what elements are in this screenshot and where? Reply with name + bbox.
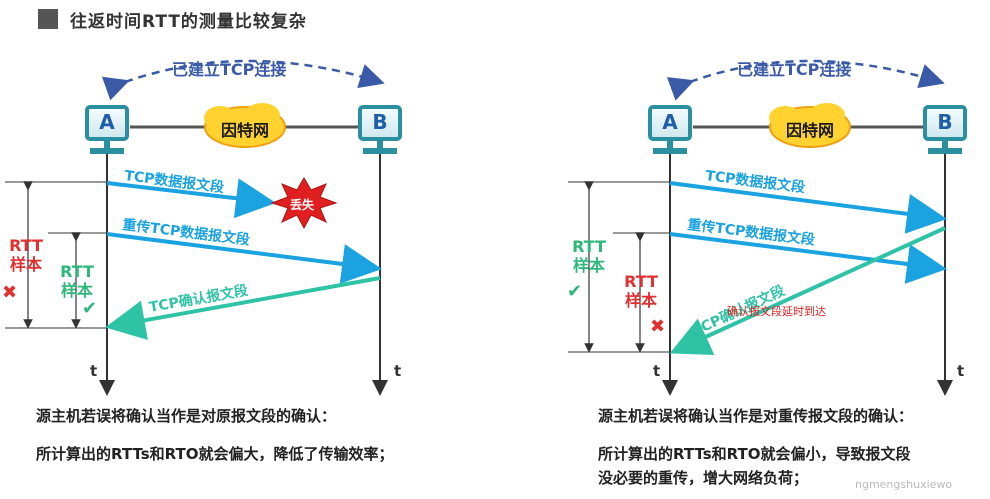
- right-connection-label: 已建立TCP连接: [737, 60, 852, 79]
- title-bullet-icon: [38, 9, 58, 29]
- left-internet-label: 因特网: [220, 121, 269, 140]
- left-host-a-base: [90, 148, 124, 154]
- right-t-label-a: t: [653, 362, 661, 380]
- right-internet-label: 因特网: [785, 121, 834, 140]
- left-lost-burst: [270, 177, 338, 230]
- right-inner-cross-icon: ✖: [650, 316, 666, 337]
- left-note-line2: 所计算出的RTTs和RTO就会偏大，降低了传输效率；: [36, 445, 394, 463]
- right-delay-note: 确认报文段延时到达: [727, 305, 826, 318]
- left-host-b: B: [358, 105, 402, 141]
- left-host-a-stand: [104, 141, 110, 149]
- left-connection-arc: [101, 59, 385, 101]
- right-rtt-outer-label: RTT 样本: [572, 237, 606, 275]
- left-diagram-lines: TCP数据报文段 重传TCP数据报文段 TCP确认报文段: [5, 59, 388, 396]
- left-connection-label: 已建立TCP连接: [172, 60, 287, 79]
- right-host-a-stand: [667, 141, 673, 149]
- right-host-a: A: [648, 105, 692, 141]
- right-host-b: B: [923, 105, 967, 141]
- right-outer-check-icon: ✔: [567, 281, 583, 302]
- right-retransmit-arrow: [669, 232, 947, 284]
- page-title: 往返时间RTT的测量比较复杂: [70, 11, 307, 32]
- left-scenario: TCP数据报文段 重传TCP数据报文段 TCP确认报文段 已建立TCP连接 A …: [2, 59, 402, 463]
- left-data-arrow: [106, 178, 276, 219]
- right-arrow1-label: TCP数据报文段: [705, 167, 806, 196]
- right-connection-arc: [666, 59, 945, 101]
- left-rtt-outer-label: RTT 样本: [9, 236, 43, 274]
- right-note-line3: 没必要的重传，增大网络负荷；: [598, 469, 809, 487]
- left-host-b-base: [363, 148, 397, 154]
- left-t-label-a: t: [90, 362, 98, 380]
- right-host-b-base: [928, 148, 962, 154]
- watermark: ngmengshuxiewo: [855, 478, 953, 491]
- left-inner-check-icon: ✔: [82, 298, 98, 319]
- left-retransmit-arrow: [106, 232, 382, 284]
- right-note-line1: 源主机若误将确认当作是对重传报文段的确认：: [598, 407, 914, 425]
- title-row: 往返时间RTT的测量比较复杂: [38, 8, 307, 32]
- right-data-arrow: [669, 181, 947, 234]
- left-t-label-b: t: [394, 362, 402, 380]
- right-host-a-base: [653, 148, 687, 154]
- right-t-label-b: t: [957, 362, 965, 380]
- right-note-line2: 所计算出的RTTs和RTO就会偏小，导致报文段: [598, 445, 911, 463]
- left-ack-arrow: [105, 276, 381, 341]
- right-diagram-lines: TCP数据报文段 重传TCP数据报文段 TCP确认报文段: [568, 59, 953, 396]
- right-rtt-inner-label: RTT 样本: [624, 272, 658, 310]
- left-lost-label: 丢失: [290, 198, 315, 212]
- right-scenario: TCP数据报文段 重传TCP数据报文段 TCP确认报文段 已建立TCP连接 A …: [565, 0, 990, 499]
- left-host-a: A: [85, 105, 129, 141]
- left-outer-cross-icon: ✖: [2, 282, 18, 303]
- right-ack-arrow: [669, 226, 946, 355]
- left-host-b-stand: [377, 141, 383, 149]
- left-note-line1: 源主机若误将确认当作是对原报文段的确认：: [36, 407, 337, 425]
- left-rtt-inner-label: RTT 样本: [60, 262, 94, 300]
- right-host-b-stand: [942, 141, 948, 149]
